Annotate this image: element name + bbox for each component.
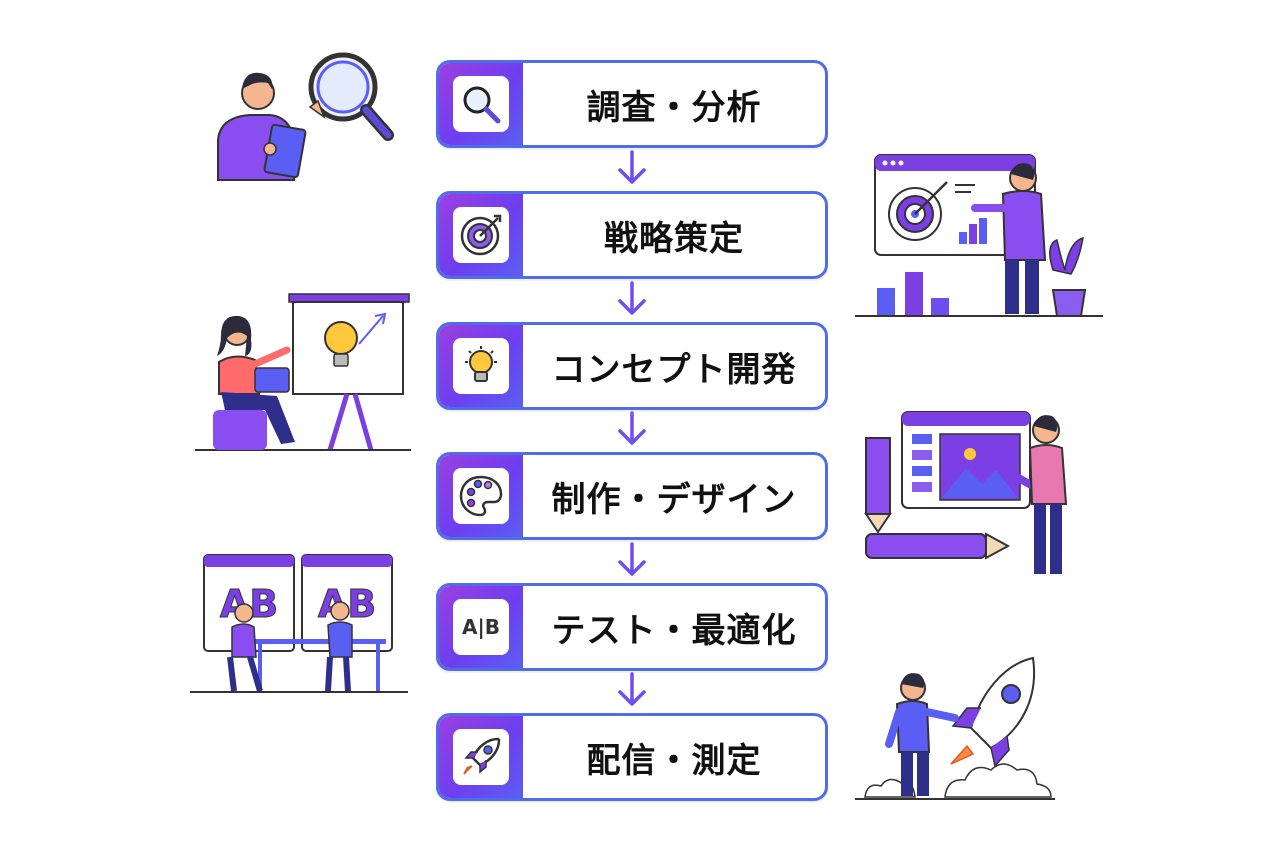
- step-delivery: 配信・測定: [436, 713, 828, 801]
- step-label: コンセプト開発: [551, 349, 797, 390]
- arrow-down-icon: [618, 281, 646, 315]
- rocket-icon: [463, 737, 501, 775]
- step-research: 調査・分析: [436, 60, 828, 148]
- palette-icon: [459, 475, 503, 517]
- step-production: 制作・デザイン: [436, 452, 828, 540]
- arrow-down-icon: [618, 411, 646, 445]
- ab-icon: A|B: [453, 599, 509, 655]
- step-concept: コンセプト開発: [436, 322, 828, 410]
- concept-illustration: [195, 293, 411, 451]
- arrow-down-icon: [618, 672, 646, 706]
- step-icon-box: [439, 63, 523, 145]
- ab-screen-label: AB: [318, 582, 376, 626]
- step-icon-box: A|B: [439, 586, 523, 668]
- launch-illustration: [855, 656, 1055, 800]
- lightbulb-icon: [465, 346, 497, 382]
- step-testing: A|B テスト・最適化: [436, 583, 828, 671]
- step-icon-box: [439, 716, 523, 798]
- target-icon: [460, 214, 502, 256]
- step-label: テスト・最適化: [551, 610, 797, 651]
- step-label: 調査・分析: [586, 87, 762, 128]
- arrow-down-icon: [618, 150, 646, 184]
- step-icon-box: [439, 455, 523, 537]
- step-label: 戦略策定: [604, 218, 744, 259]
- strategy-illustration: [855, 154, 1103, 317]
- step-icon-box: [439, 325, 523, 407]
- step-strategy: 戦略策定: [436, 191, 828, 279]
- step-label: 配信・測定: [586, 740, 762, 781]
- step-icon-box: [439, 194, 523, 276]
- ab-testing-illustration: AB AB: [190, 554, 408, 693]
- researcher-illustration: [217, 52, 394, 181]
- arrow-down-icon: [618, 542, 646, 576]
- step-label: 制作・デザイン: [551, 479, 797, 520]
- magnifier-icon: [463, 86, 501, 124]
- design-illustration: [864, 411, 1068, 574]
